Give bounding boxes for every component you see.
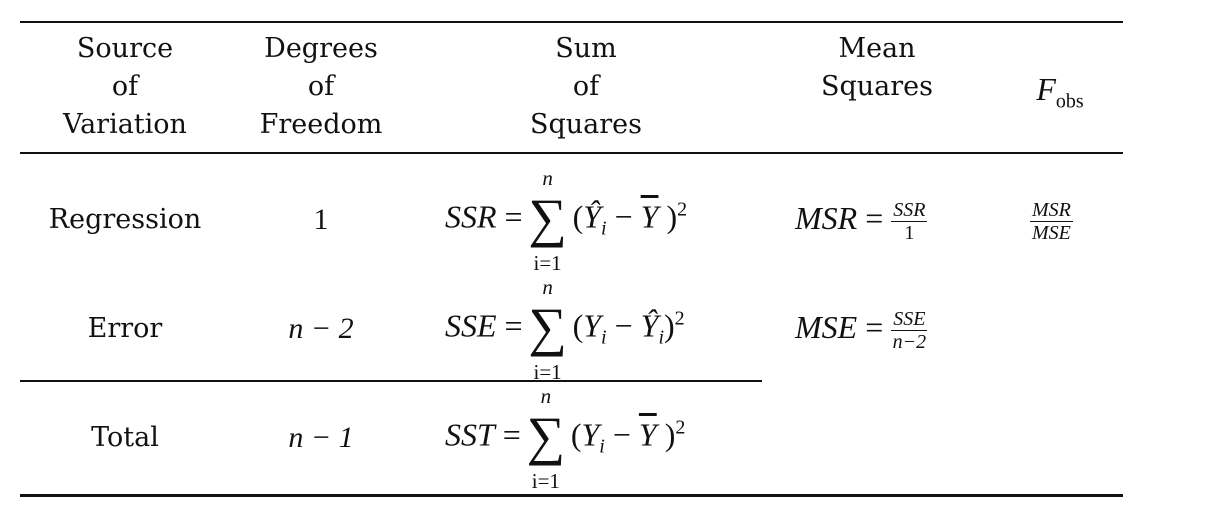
row-total-df: n − 1 xyxy=(288,421,354,454)
header-sum-of-squares: Sum of Squares xyxy=(529,33,642,140)
summation-symbol: n∑i=1 xyxy=(528,166,567,275)
row-regression-source: Regression xyxy=(48,204,202,235)
header-f-obs: Fobs xyxy=(1036,71,1084,113)
top-rule xyxy=(20,21,1123,23)
row-error-ss-formula: SSE =n∑i=1(Yi − Ŷi)2 xyxy=(445,275,685,384)
bottom-rule xyxy=(20,494,1123,497)
header-source: Source of Variation xyxy=(63,33,187,140)
row-regression-df: 1 xyxy=(313,203,329,236)
row-error-source: Error xyxy=(87,313,163,344)
partial-rule xyxy=(20,380,762,382)
header-rule xyxy=(20,152,1123,154)
header-degrees-of-freedom: Degrees of Freedom xyxy=(259,33,383,140)
row-regression-ss-formula: SSR =n∑i=1(Ŷi − Y )2 xyxy=(445,166,688,275)
row-error-df: n − 2 xyxy=(288,312,354,345)
row-total-ss-formula: SST =n∑i=1(Yi − Y )2 xyxy=(445,384,686,493)
summation-symbol: n∑i=1 xyxy=(526,384,566,493)
header-mean-squares: Mean Squares xyxy=(820,33,933,102)
summation-symbol: n∑i=1 xyxy=(528,275,567,384)
row-total-source: Total xyxy=(91,422,159,453)
